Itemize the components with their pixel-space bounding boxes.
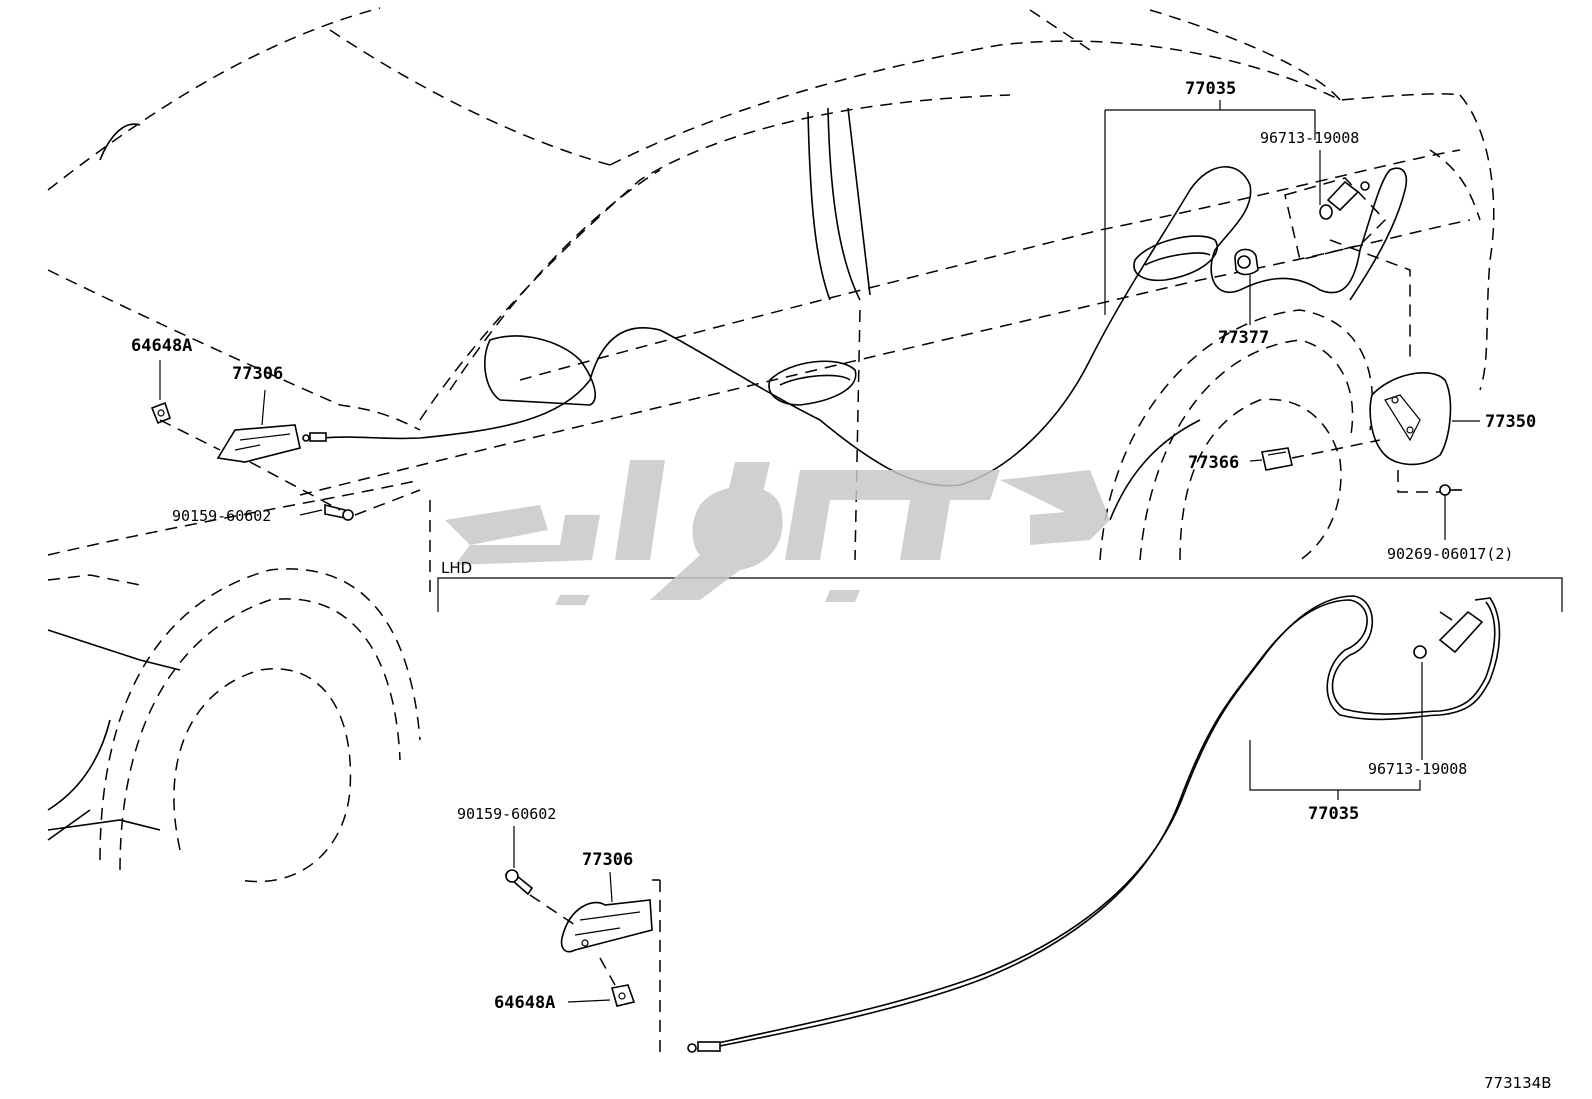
- label-77306-bottom: 77306: [582, 850, 633, 870]
- label-77035-top: 77035: [1185, 79, 1236, 99]
- label-lhd: LHD: [441, 559, 472, 577]
- car-body-outline: [47, 7, 1495, 883]
- label-90159-bottom: 90159-60602: [457, 805, 556, 823]
- label-77035-bottom: 77035: [1308, 804, 1359, 824]
- label-77377: 77377: [1218, 328, 1269, 348]
- label-90269: 90269-06017(2): [1387, 545, 1513, 563]
- label-96713-top: 96713-19008: [1260, 129, 1359, 147]
- label-96713-bottom: 96713-19008: [1368, 760, 1467, 778]
- part-labels: 64648A 77306 90159-60602 77035 96713-190…: [131, 79, 1552, 1092]
- clip-64648A-top: [150, 401, 171, 425]
- bolt-90159-top: [324, 503, 354, 521]
- leader-lines-bottom: [513, 662, 1423, 1055]
- label-diagram-code: 773134B: [1484, 1074, 1552, 1092]
- release-cable-upper: [302, 166, 1408, 487]
- label-90159-top: 90159-60602: [172, 507, 271, 525]
- bolt-90159-bottom: [504, 869, 534, 896]
- leader-lines-top: [159, 100, 1480, 540]
- lhd-divider: [437, 577, 1563, 612]
- label-64648A-top: 64648A: [131, 336, 192, 356]
- watermark-logo: [445, 460, 1110, 605]
- label-77366: 77366: [1188, 453, 1239, 473]
- clip-64648A-bottom: [610, 984, 636, 1007]
- hood-opener-lever-bottom: [560, 899, 653, 953]
- fuel-door-screw: [1439, 484, 1462, 496]
- release-cable-lower: [687, 595, 1501, 1053]
- hood-opener-lever-top: [216, 424, 301, 463]
- label-77306-top: 77306: [232, 364, 283, 384]
- label-77350: 77350: [1485, 412, 1536, 432]
- fuel-filler-door: [1369, 372, 1452, 466]
- fuel-door-recess: [1284, 177, 1387, 261]
- cable-connector-top: [1319, 180, 1370, 220]
- label-64648A-bottom: 64648A: [494, 993, 555, 1013]
- cable-connector-bottom: [1413, 610, 1484, 659]
- fuel-lock-cylinder: [1234, 248, 1259, 276]
- fuel-door-spring: [1261, 447, 1293, 471]
